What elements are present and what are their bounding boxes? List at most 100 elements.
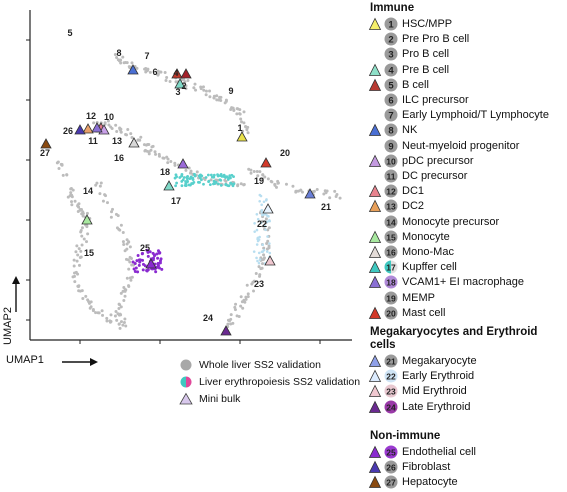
cell-point [72,258,76,262]
cell-point [191,176,195,180]
cell-point [193,82,197,86]
mini-bulk-triangle [304,188,316,199]
key-label: Mini bulk [199,393,241,405]
mini-bulk-triangle [174,78,186,89]
legend-section-title: Megakaryocytes and Erythroid cells [370,326,538,351]
cell-point [79,255,83,259]
cell-point [137,263,141,267]
legend-marker-icon: 9 [384,139,398,153]
legend-label: DC1 [402,185,425,198]
legend-label: Mid Erythroid [402,385,467,398]
cell-point [115,55,119,59]
legend-marker-icon: 13 [368,199,398,213]
cell-point [146,142,150,146]
cell-point [183,80,187,84]
cell-point [186,78,190,82]
cell-point [261,173,265,177]
cell-point [265,220,269,224]
cell-point [122,61,126,65]
legend-label: Kupffer cell [402,261,457,274]
mini-bulk-triangle [127,64,139,75]
mini-bulk-triangle [81,214,93,225]
legend-number: 17 [386,263,396,273]
cell-point [148,70,152,74]
cell-point [260,213,264,217]
cell-point [103,121,107,125]
cell-point [122,243,126,247]
cell-point [156,264,160,268]
cell-point [184,168,188,172]
cell-point [246,295,250,299]
legend-label: HSC/MPP [402,18,453,30]
cell-point [78,289,82,293]
cluster-label: 21 [321,202,331,212]
cell-point [157,266,161,270]
cluster-label: 14 [83,186,93,196]
cluster-label: 4 [173,68,178,78]
cell-point [258,274,262,278]
cell-point [118,326,122,330]
cell-point [225,175,229,179]
cell-point [119,127,123,131]
legend-label: Monocyte precursor [402,215,500,228]
cell-point [105,319,109,323]
mini-bulk-triangle [82,123,94,134]
legend-number: 7 [388,111,393,122]
cell-point [143,149,147,153]
cell-point [61,173,65,177]
cluster-label: 1 [237,123,242,133]
cell-point [121,323,125,327]
legend-label: Late Erythroid [402,400,471,413]
legend-marker-icon: 18 [368,275,398,289]
cell-point [92,121,96,125]
cell-point [324,191,328,195]
cell-point [128,260,132,264]
cell-point [80,226,84,230]
legend-number: 6 [388,96,393,107]
cell-point [242,298,246,302]
legend-label: Monocyte [402,230,450,243]
cell-point [244,124,248,128]
mini-bulk-triangle [163,180,175,191]
cell-point [109,313,113,317]
cell-point [192,86,196,90]
cell-point [244,295,248,299]
cell-point [263,224,267,228]
cell-point [253,230,256,233]
cell-point [255,243,259,246]
cell-point [117,302,121,306]
cell-point [261,262,265,266]
legend-label: Mast cell [402,306,446,319]
cell-point [334,194,338,198]
cell-point [258,170,262,174]
cell-point [114,309,118,313]
mini-bulk-triangle [260,157,272,168]
cell-point [119,291,123,295]
cell-point [123,288,127,292]
cell-point [257,251,261,255]
cell-point [256,174,260,178]
cluster-label: 20 [280,148,290,158]
mini-bulk-triangle [264,255,276,266]
cell-point [233,308,237,312]
legend-number: 14 [386,217,396,227]
cell-point [125,238,129,242]
legend-marker-icon: 23 [368,384,398,398]
cell-point [166,157,170,161]
cell-point [147,152,151,156]
umap-plot: 1234567891011121314151617181920212223242… [12,10,352,366]
cell-point [228,174,232,178]
mini-bulk-triangle [128,137,140,148]
cell-point [192,180,196,184]
cell-point [251,280,255,284]
cell-point [81,214,85,218]
cell-point [258,199,262,203]
cell-point [262,246,266,250]
cell-point [239,117,243,121]
cell-point [229,313,233,317]
cell-point [95,181,99,185]
cell-point [128,255,132,259]
